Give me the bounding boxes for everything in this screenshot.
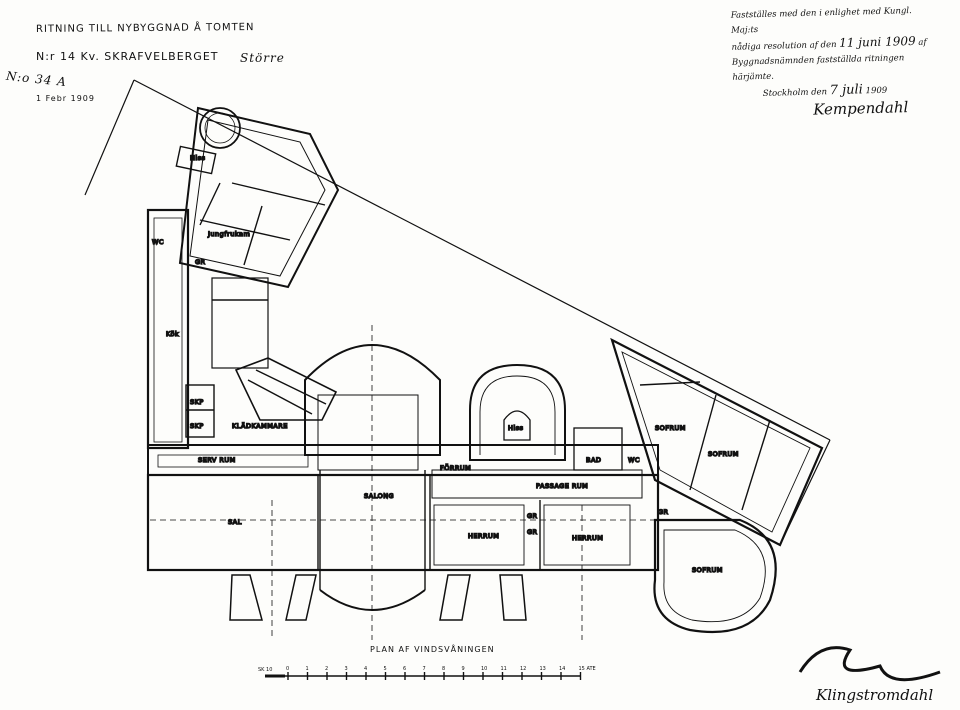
scale-tick-label: 5 [384,666,387,672]
architect-signature: Klingstromdahl [815,686,933,704]
room-jungfrukammare: Jungfrukam [207,230,250,238]
room-sofrum2: SOFRUM [708,450,739,458]
scale-tick-label: 6 [403,666,406,672]
scale-tick-label: 4 [364,666,367,672]
scale-tick-label: 0 [286,666,289,672]
room-skp2: SKP [190,422,204,430]
axis-lines [150,325,660,640]
room-serveringsrum: SERV RUM [198,456,236,464]
room-kladkammare: KLÄDKAMMARE [232,421,288,430]
stair-roof [234,357,338,421]
central-dome [469,363,566,461]
scale-tick-label: 10 [481,666,487,672]
scale-tick-label: 3 [345,666,348,672]
room-gr-mid2: GR [527,528,538,536]
scale-tick-label: 12 [520,666,526,672]
scale-tick-label: 1 [306,666,309,672]
round-bay [653,518,777,634]
scale-tick-label: 15 ATE [579,666,596,672]
room-wc-left: WC [152,238,164,246]
lot-boundary-left [84,79,135,196]
room-skp1: SKP [190,398,204,406]
room-herrum2: HERRUM [572,534,603,542]
scale-tick-label: 8 [442,666,445,672]
scale-start: SK 10 [258,667,272,673]
room-sofrum1: SOFRUM [655,424,686,432]
plan-title: PLAN AF VINDSVÅNINGEN [370,643,495,654]
room-herrum1: HERRUM [468,532,499,540]
room-hiss-mid: Hiss [508,424,524,432]
north-wing [175,106,340,289]
room-hiss-top: Hiss [190,154,206,162]
lot-boundary-top [133,79,831,441]
scale-tick-label: 11 [501,666,507,672]
main-body [146,444,660,572]
date-stamp: 1 Febr 1909 [36,94,95,103]
room-gr-top: GR [195,258,206,266]
room-salong: SALONG [364,492,394,500]
scale-tick-label: 7 [423,666,426,672]
room-kok: Kök [166,330,179,338]
room-wc-right: WC [628,456,640,464]
drawing-title-suffix: Större [240,51,285,65]
room-sal: SAL [228,518,242,526]
entrance-bays [229,574,527,621]
room-fordrum: FÖRRUM [440,463,471,472]
scale-tick-label: 2 [325,666,328,672]
scale-tick-label: 13 [540,666,546,672]
architect-signature-flourish [798,646,941,682]
room-bad: BAD [586,456,601,464]
drawing-title-line2: N:r 14 Kv. SKRAFVELBERGET [36,50,219,63]
room-sofrum3: SOFRUM [692,566,723,574]
room-gr-mid1: GR [527,512,538,520]
room-passage: PASSAGE RUM [536,482,588,490]
scale-tick-label: 14 [559,666,565,672]
room-gr-right: GR [658,508,669,516]
east-wing [573,337,824,547]
scale-tick-label: 9 [462,666,465,672]
